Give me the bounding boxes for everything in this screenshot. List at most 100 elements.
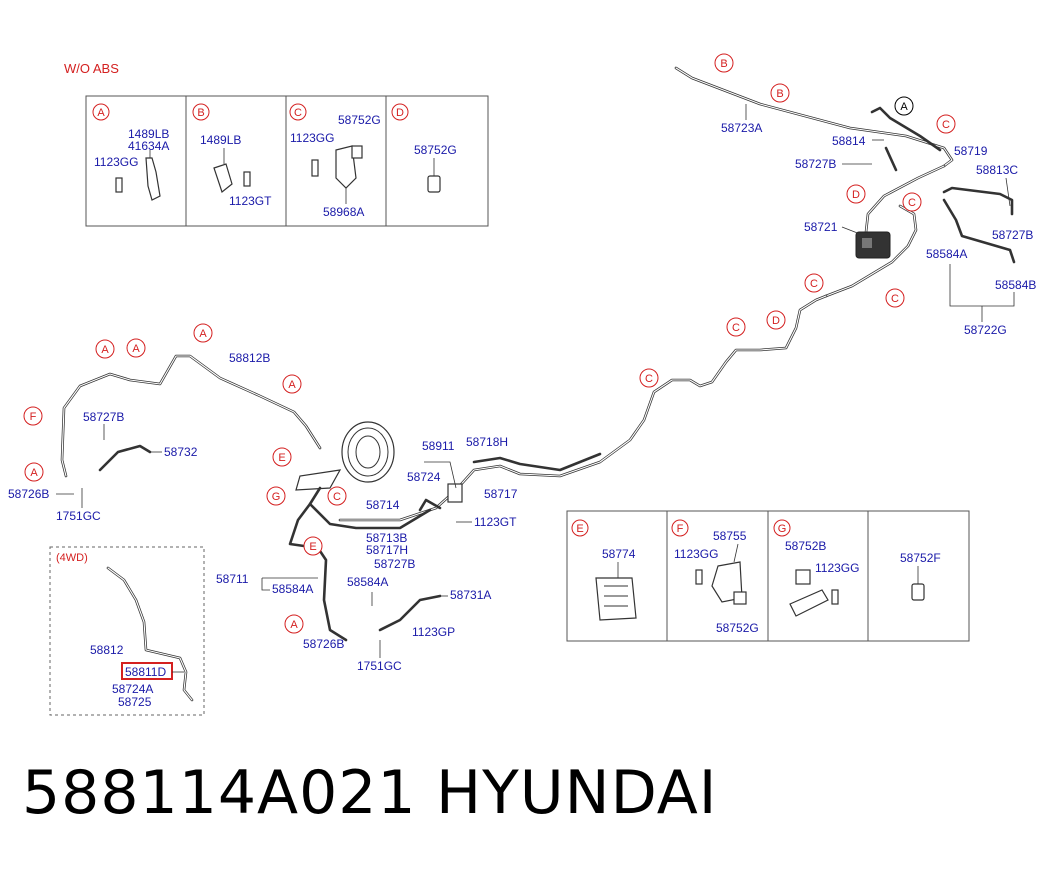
rear-tag-c4: C [810, 278, 818, 290]
rear-label-58723a: 58723A [721, 121, 762, 135]
center-label-58718h: 58718H [466, 435, 508, 449]
center-label-1123gp: 1123GP [412, 625, 455, 639]
main-brake-lines: A A A A F A E G C E A 58812B 58727B 5873… [8, 294, 828, 673]
fourwd-label-58811d: 58811D [125, 665, 166, 679]
highlighted-part-box [121, 662, 173, 680]
fourwd-label-58812: 58812 [90, 643, 124, 657]
center-label-58717: 58717 [484, 487, 518, 501]
legend-b-label-1: 1489LB [200, 133, 241, 147]
rear-label-58721: 58721 [804, 220, 838, 234]
legend-f-bolt [695, 569, 703, 585]
legend-g-label-1: 58752B [785, 539, 826, 553]
legend-f-label-3: 58752G [716, 621, 759, 635]
legend-bottom: E 58774 F 58755 1123GG 58752G G 58752B 1… [566, 510, 970, 642]
center-tag-g: G [272, 491, 281, 503]
center-label-58726b: 58726B [303, 637, 344, 651]
legend-c-clip [351, 145, 363, 159]
legend-h-cell: 58752F [900, 551, 941, 601]
legend-d-tag: D [396, 107, 404, 119]
legend-d-cell: D 58752G [391, 103, 457, 193]
master-cylinder [295, 469, 342, 491]
rear-label-58719: 58719 [954, 144, 988, 158]
legend-d-label-1: 58752G [414, 143, 457, 157]
fourwd-label-58724a: 58724A [112, 682, 153, 696]
legend-c-bracket [335, 145, 357, 189]
left-tag-a5: A [30, 467, 38, 479]
legend-h-label-1: 58752F [900, 551, 941, 565]
center-label-58724: 58724 [407, 470, 441, 484]
left-tag-a1: A [199, 328, 207, 340]
legend-a-label-2: 41634A [128, 139, 169, 153]
legend-b-bolt [243, 171, 251, 187]
rear-tag-c6: C [645, 373, 653, 385]
legend-f-cell: F 58755 1123GG 58752G [671, 519, 759, 635]
wo-abs-header: W/O ABS [64, 61, 119, 76]
rear-tag-d1: D [852, 189, 860, 201]
legend-g-label-2: 1123GG [815, 561, 859, 575]
rear-label-58727b-1: 58727B [795, 157, 836, 171]
left-label-58727b: 58727B [83, 410, 124, 424]
rear-tag-c3: C [891, 293, 899, 305]
legend-c-cell: C 1123GG 58752G 58968A [289, 103, 381, 219]
rear-label-58814: 58814 [832, 134, 866, 148]
legend-g-bolt [831, 589, 839, 605]
left-tag-a3: A [132, 343, 140, 355]
brake-booster [341, 421, 395, 483]
rear-tag-d2: D [772, 315, 780, 327]
rear-label-58722g: 58722G [964, 323, 1007, 337]
legend-a-cell: A 1489LB 41634A 1123GG [92, 103, 169, 201]
center-tag-a: A [290, 619, 298, 631]
legend-d-clip [427, 175, 441, 193]
legend-top: A 1489LB 41634A 1123GG B 1489LB 1123GT C… [85, 95, 489, 227]
legend-e-clip [595, 577, 637, 621]
legend-c-bolt [311, 159, 319, 177]
left-label-58726b: 58726B [8, 487, 49, 501]
center-label-58714: 58714 [366, 498, 400, 512]
rear-tag-c2: C [908, 197, 916, 209]
legend-c-label-1: 1123GG [290, 131, 334, 145]
center-label-58711: 58711 [216, 572, 249, 586]
rear-tag-a: A [900, 101, 908, 113]
center-label-58713b: 58713B [366, 531, 407, 545]
legend-a-bolt [115, 177, 123, 193]
legend-b-label-2: 1123GT [229, 194, 272, 208]
junction-block [447, 483, 463, 503]
legend-a-bracket [145, 157, 161, 201]
legend-c-label-3: 58968A [323, 205, 364, 219]
legend-g-cell: G 58752B 1123GG [773, 519, 859, 617]
legend-e-tag: E [576, 523, 583, 535]
rear-tag-c5: C [732, 322, 740, 334]
legend-h-clip [911, 583, 925, 601]
part-number: 588114A021 [22, 758, 417, 828]
legend-g-clip [795, 569, 811, 585]
left-tag-f: F [30, 411, 37, 423]
center-label-58584a-2: 58584A [347, 575, 388, 589]
legend-a-tag: A [97, 107, 105, 119]
left-label-58812b: 58812B [229, 351, 270, 365]
center-label-58727b: 58727B [374, 557, 415, 571]
legend-b-tag: B [197, 107, 204, 119]
legend-e-label-1: 58774 [602, 547, 636, 561]
rear-tag-b1: B [720, 58, 727, 70]
fourwd-box: (4WD) 58812 58811D 58724A 58725 [49, 546, 205, 716]
proportioning-valve [855, 231, 891, 259]
legend-c-tag: C [294, 107, 302, 119]
center-label-58717h: 58717H [366, 543, 408, 557]
left-tag-a2: A [101, 344, 109, 356]
center-label-58584a-1: 58584A [272, 582, 313, 596]
legend-c-label-2: 58752G [338, 113, 381, 127]
fourwd-header: (4WD) [56, 552, 88, 564]
rear-hose [884, 146, 898, 172]
legend-b-cell: B 1489LB 1123GT [192, 103, 272, 208]
rear-tag-c1: C [942, 119, 950, 131]
legend-f-label-2: 1123GG [674, 547, 718, 561]
left-tag-a4: A [288, 379, 296, 391]
center-tag-c: C [333, 491, 341, 503]
brand-name: HYUNDAI [436, 758, 718, 828]
rear-tag-b2: B [776, 88, 783, 100]
legend-e-cell: E 58774 [571, 519, 637, 621]
legend-f-clip [733, 591, 747, 605]
center-tag-e1: E [278, 452, 285, 464]
rear-label-58584b: 58584B [995, 278, 1036, 292]
